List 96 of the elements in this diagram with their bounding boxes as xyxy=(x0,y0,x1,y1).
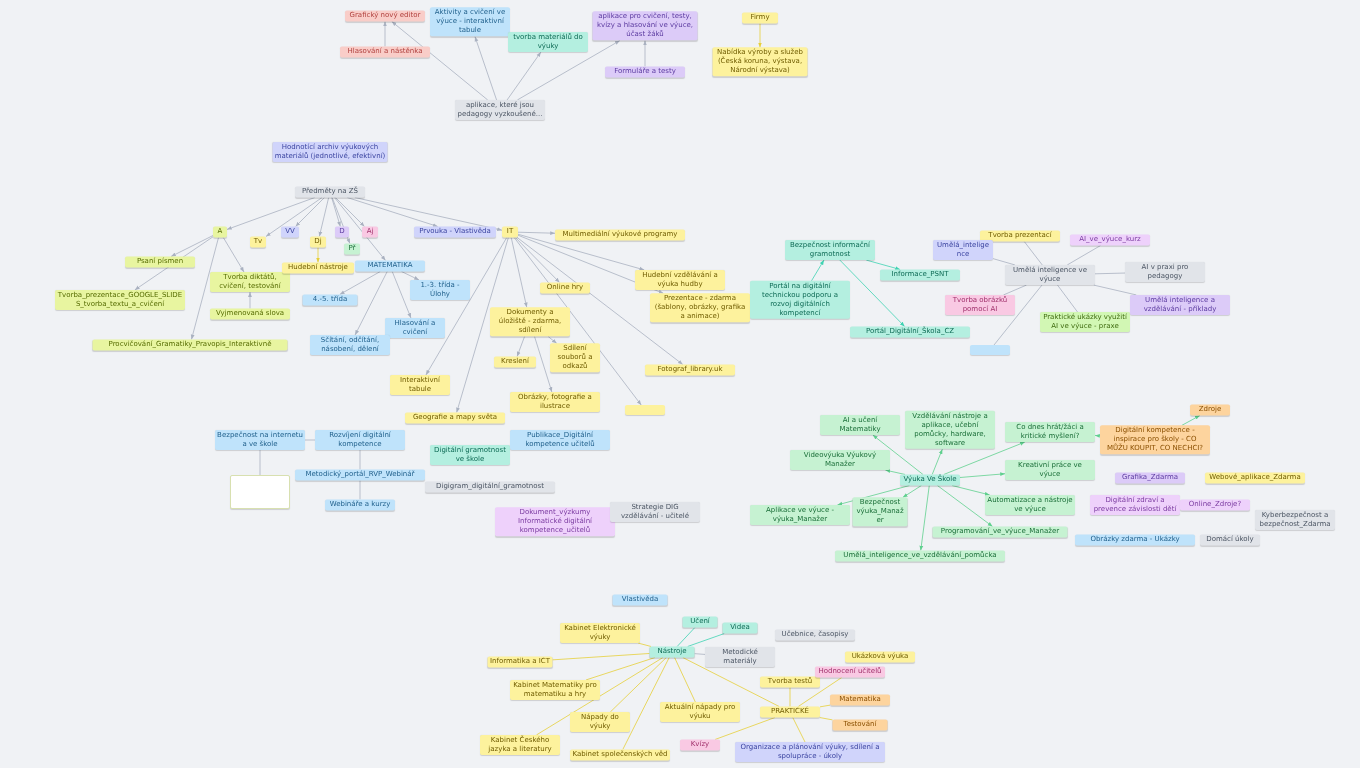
topic-box xyxy=(1115,472,1185,484)
topic-box xyxy=(635,269,725,291)
topic-box xyxy=(750,280,850,320)
topic-box xyxy=(340,46,430,58)
topic-box xyxy=(550,343,600,373)
topic-box xyxy=(385,317,445,339)
topic-box xyxy=(494,356,536,368)
topic-box xyxy=(760,676,820,688)
topic-box xyxy=(125,256,195,268)
connector-line xyxy=(1066,245,1101,266)
connector-line xyxy=(687,633,725,647)
connector-line xyxy=(714,717,776,740)
topic-box xyxy=(495,507,615,537)
topic-box xyxy=(705,646,775,668)
topic-box xyxy=(302,294,358,306)
topic-box xyxy=(649,646,695,658)
topic-box xyxy=(295,186,365,198)
topic-box xyxy=(750,504,850,526)
connector-line xyxy=(682,657,780,707)
topic-box xyxy=(945,294,1015,316)
connector-line xyxy=(1094,272,1126,275)
topic-box xyxy=(832,719,888,731)
topic-box xyxy=(1190,404,1230,416)
topic-box xyxy=(605,66,685,78)
connector-line xyxy=(993,284,1043,346)
topic-box xyxy=(980,230,1060,242)
topic-box xyxy=(610,501,700,523)
connector-line xyxy=(1057,284,1078,313)
topic-box xyxy=(282,262,354,274)
topic-box xyxy=(820,414,900,436)
connector-line xyxy=(992,258,1016,266)
connector-line xyxy=(1093,284,1137,296)
connector-line xyxy=(1003,284,1027,296)
topic-box xyxy=(612,594,668,606)
topic-box xyxy=(682,616,718,628)
topic-box xyxy=(92,339,288,351)
topic-box xyxy=(1075,534,1195,546)
topic-box xyxy=(510,429,610,451)
topic-box xyxy=(1180,499,1250,511)
topic-box xyxy=(210,271,290,293)
connector-line xyxy=(674,657,696,703)
topic-box xyxy=(845,651,915,663)
connector-line xyxy=(797,677,843,707)
topic-box xyxy=(410,279,470,301)
topic-box xyxy=(1130,294,1230,316)
topic-box xyxy=(1005,459,1095,481)
connector-line xyxy=(694,653,706,655)
topic-box xyxy=(1200,534,1260,546)
empty-node-box xyxy=(970,345,1010,355)
topic-box xyxy=(1005,421,1095,443)
topic-box xyxy=(540,282,590,294)
topic-box xyxy=(390,374,450,396)
topic-box xyxy=(932,526,1068,538)
topic-box xyxy=(570,711,630,733)
topic-box xyxy=(490,307,570,337)
topic-box xyxy=(310,334,390,356)
topic-box xyxy=(405,412,505,424)
topic-box xyxy=(510,391,600,413)
topic-box xyxy=(355,260,425,272)
topic-box xyxy=(555,229,685,241)
topic-box xyxy=(880,269,960,281)
topic-box xyxy=(722,622,758,634)
topic-box xyxy=(742,12,778,24)
topic-box xyxy=(680,739,720,751)
connector-line xyxy=(585,657,656,681)
topic-box xyxy=(905,410,995,450)
topic-box xyxy=(835,550,1005,562)
connector-line xyxy=(637,642,652,647)
connector-line xyxy=(1094,433,1101,438)
connector-line xyxy=(792,717,806,743)
topic-box xyxy=(315,429,405,451)
topic-box xyxy=(480,734,560,756)
connector-line xyxy=(536,657,664,736)
note-card xyxy=(230,475,290,509)
topic-box xyxy=(210,308,290,320)
topic-box xyxy=(760,706,820,718)
connector-line xyxy=(610,657,667,713)
topic-box xyxy=(830,694,890,706)
connector-line xyxy=(819,717,833,721)
empty-node-box xyxy=(625,405,665,415)
topic-box xyxy=(1005,264,1095,286)
connector-line xyxy=(552,653,650,661)
topic-box xyxy=(425,481,555,493)
connector-line xyxy=(819,704,831,708)
topic-box xyxy=(1070,234,1150,246)
topic-box xyxy=(850,326,970,338)
topic-box xyxy=(1125,261,1205,283)
topic-box xyxy=(775,629,855,641)
connector-line xyxy=(622,657,670,750)
connector-line xyxy=(1023,241,1043,266)
connector-line xyxy=(676,627,696,647)
topic-box xyxy=(295,469,425,481)
topic-box xyxy=(645,364,735,376)
topic-box xyxy=(790,449,890,471)
connector-line xyxy=(789,687,791,707)
topic-box xyxy=(414,226,496,238)
